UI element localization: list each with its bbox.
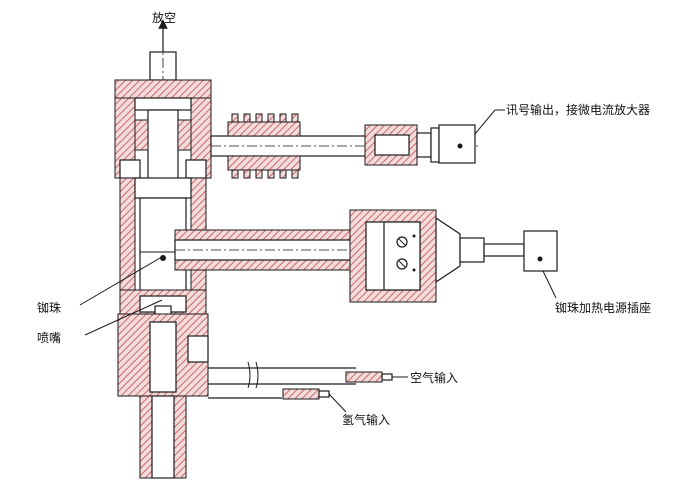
signal-electrode <box>210 113 480 179</box>
burner-body <box>117 289 209 397</box>
air-input-label: 空气输入 <box>410 370 458 385</box>
bead-power-socket-label: 铷珠加热电源插座 <box>555 300 651 315</box>
nozzle-label: 喷嘴 <box>37 331 61 345</box>
hydrogen-input-label: 氢气输入 <box>342 412 390 427</box>
bead-heater-rod <box>174 209 558 303</box>
heat-sink-fins <box>227 113 301 179</box>
vent-label: 放空 <box>152 10 176 25</box>
bottom-pipe <box>139 395 187 479</box>
bead-chamber <box>119 177 207 299</box>
leader-lines <box>79 109 557 413</box>
bead-label: 铷珠 <box>37 300 61 315</box>
gas-inputs <box>208 361 393 400</box>
signal-output-label: 讯号输出，接微电流放大器 <box>506 102 650 117</box>
collector-housing <box>114 79 212 191</box>
